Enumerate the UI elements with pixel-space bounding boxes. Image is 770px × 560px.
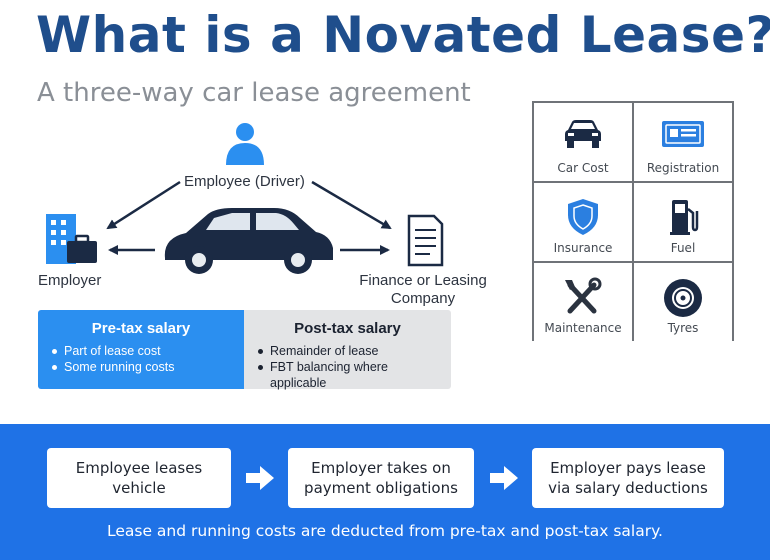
- costs-grid: Car Cost Registration Insurance Fuel: [532, 101, 734, 341]
- tyre-icon: [664, 279, 702, 317]
- car-illustration: [164, 208, 333, 274]
- arrow-right-icon: [246, 466, 274, 490]
- cost-tile-fuel: Fuel: [634, 183, 732, 261]
- cost-label: Tyres: [667, 321, 699, 335]
- cost-label: Maintenance: [544, 321, 622, 335]
- finance-company-label: Finance or Leasing Company: [359, 272, 487, 307]
- pre-tax-item: Some running costs: [50, 359, 232, 375]
- registration-icon: [662, 121, 704, 147]
- employer-label: Employer: [38, 272, 102, 289]
- tools-icon: [565, 277, 602, 314]
- briefcase-icon: [67, 234, 97, 263]
- document-icon: [407, 214, 444, 267]
- cost-label: Car Cost: [557, 161, 609, 175]
- cost-label: Registration: [646, 161, 720, 175]
- cost-tile-maintenance: Maintenance: [534, 263, 632, 341]
- pre-tax-heading: Pre-tax salary: [91, 320, 191, 337]
- pre-tax-salary-box: Pre-tax salary Part of lease cost Some r…: [38, 310, 244, 389]
- post-tax-heading: Post-tax salary: [294, 320, 401, 337]
- page-title: What is a Novated Lease?: [36, 6, 770, 64]
- employee-label: Employee (Driver): [184, 173, 305, 190]
- car-icon: [565, 120, 601, 148]
- cost-label: Fuel: [670, 241, 696, 255]
- post-tax-item: Remainder of lease: [256, 343, 439, 359]
- cost-label: Insurance: [553, 241, 613, 255]
- cost-tile-tyres: Tyres: [634, 263, 732, 341]
- fuel-pump-icon: [670, 200, 699, 235]
- person-icon: [226, 123, 264, 165]
- arrow-to-finance: [311, 180, 392, 230]
- post-tax-item: FBT balancing where applicable: [256, 359, 439, 391]
- footer-note: Lease and running costs are deducted fro…: [106, 522, 663, 540]
- shield-icon: [568, 199, 598, 235]
- post-tax-salary-box: Post-tax salary Remainder of lease FBT b…: [244, 310, 451, 391]
- arrow-to-employer: [106, 180, 181, 230]
- lease-diagram: Employee (Driver) Employer Finance or Le…: [0, 110, 520, 310]
- page-subtitle: A three-way car lease agreement: [37, 78, 471, 108]
- arrow-right-icon: [490, 466, 518, 490]
- pre-tax-item: Part of lease cost: [50, 343, 232, 359]
- cost-tile-insurance: Insurance: [534, 183, 632, 261]
- cost-tile-registration: Registration: [634, 103, 732, 181]
- cost-tile-car-cost: Car Cost: [534, 103, 632, 181]
